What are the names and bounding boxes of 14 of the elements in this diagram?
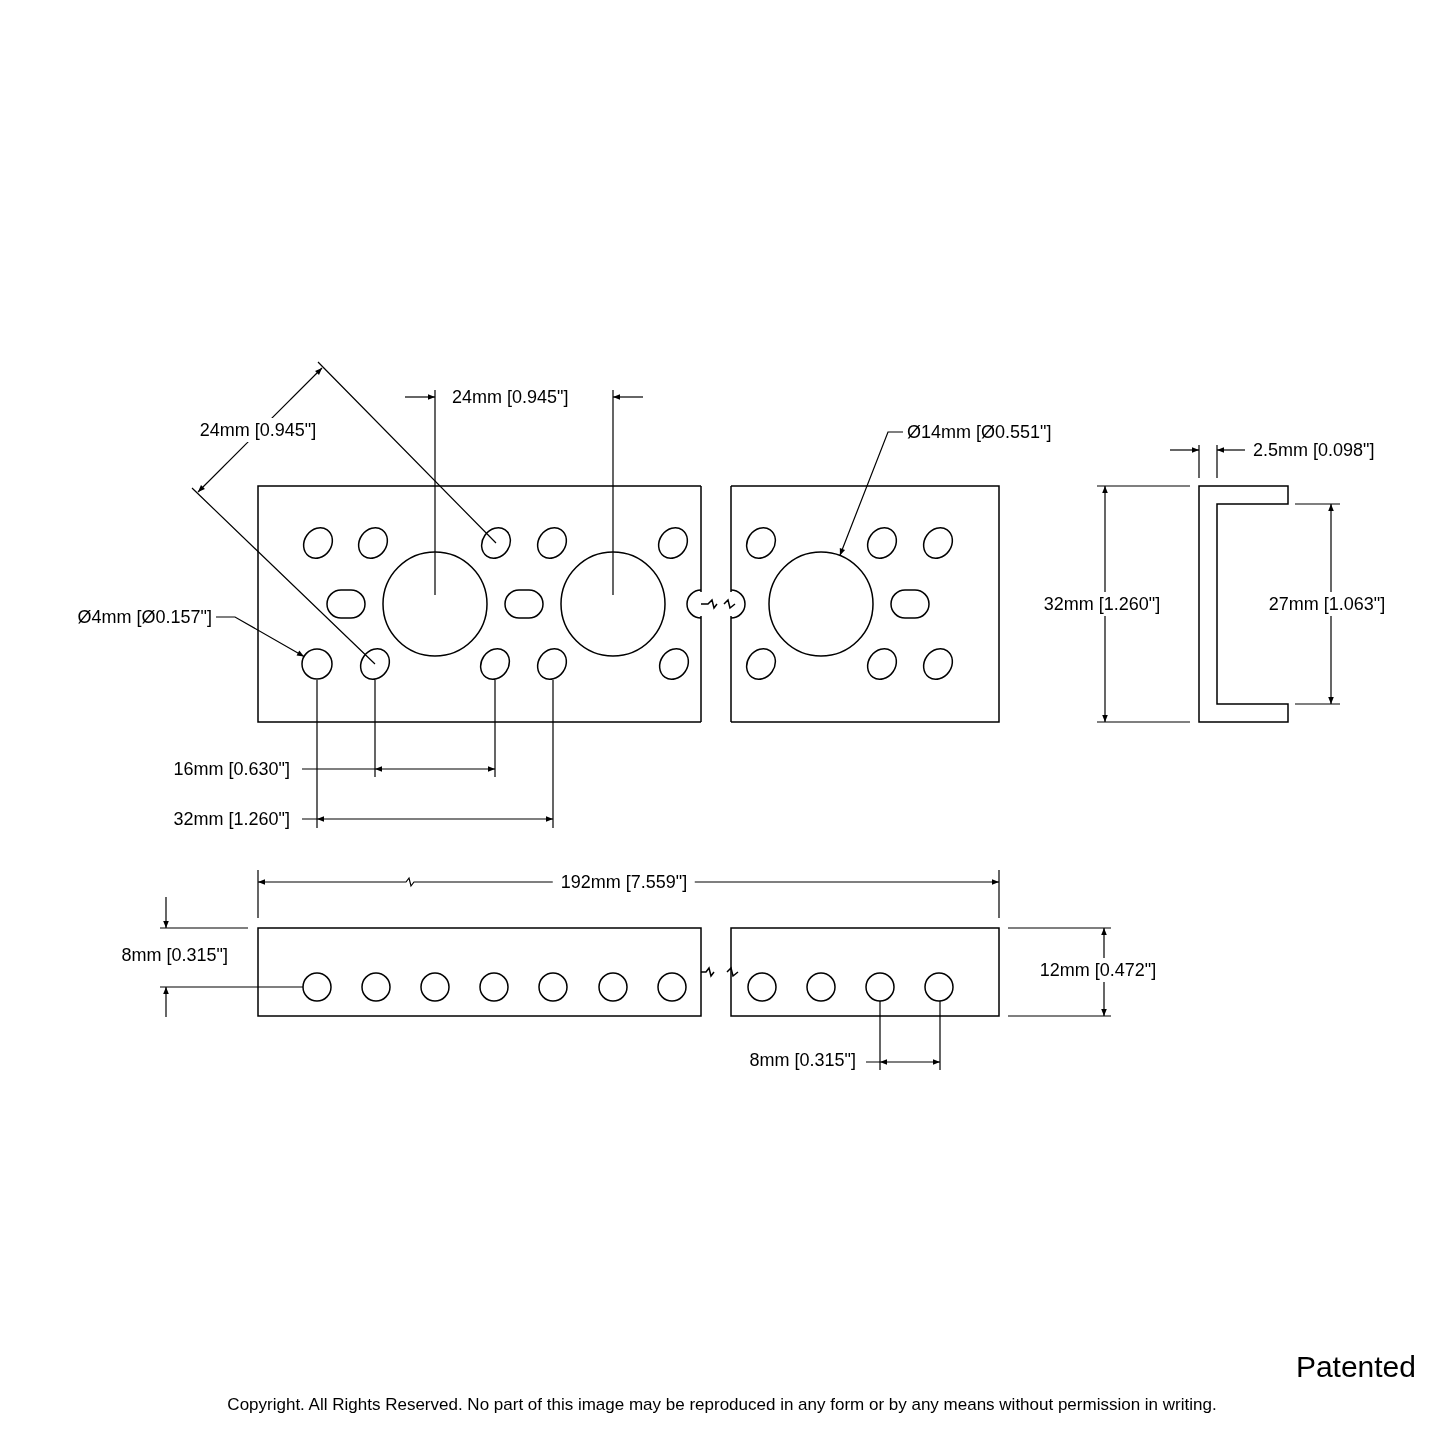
hole bbox=[301, 648, 333, 680]
dimension-label: 16mm [0.630"] bbox=[173, 758, 290, 781]
callout-label: Ø14mm [Ø0.551"] bbox=[907, 420, 1052, 444]
hole bbox=[768, 551, 874, 657]
dimension-label: 24mm [0.945"] bbox=[452, 386, 569, 409]
dimension-label: 8mm [0.315"] bbox=[121, 944, 228, 967]
leader-line bbox=[215, 616, 305, 658]
patent-note: Patented bbox=[1295, 1349, 1416, 1385]
dimension-label: 2.5mm [0.098"] bbox=[1253, 439, 1375, 462]
dimension-label: 32mm [1.260"] bbox=[173, 808, 290, 831]
callout-label: Ø4mm [Ø0.157"] bbox=[77, 605, 212, 629]
dimension-label: 8mm [0.315"] bbox=[749, 1049, 856, 1072]
copyright-note: Copyright. All Rights Reserved. No part of this image may be reproduced in any form or by any means without permission in writing. bbox=[227, 1394, 1217, 1416]
leader-line bbox=[839, 431, 904, 557]
